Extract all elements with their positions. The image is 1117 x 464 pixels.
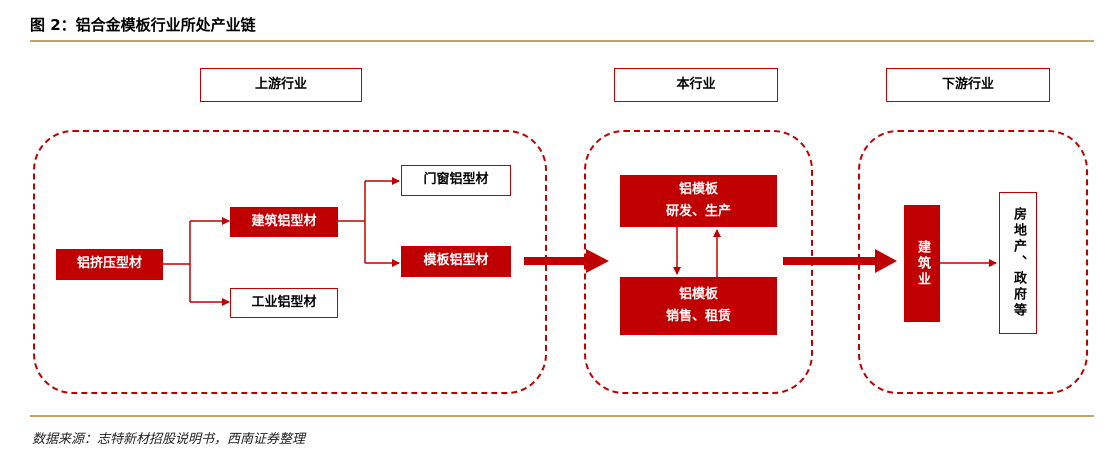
downstream-header: 下游行业 [886, 68, 1050, 102]
node-construction: 建筑业 [904, 205, 940, 322]
midstream-header: 本行业 [614, 68, 778, 102]
node-realestate-government: 房地产、政府等 [999, 192, 1037, 334]
top-rule [30, 40, 1094, 42]
sales-subtitle: 销售、租赁 [665, 309, 731, 324]
node-industrial-profile: 工业铝型材 [230, 288, 338, 318]
node-formwork-profile: 模板铝型材 [401, 246, 511, 277]
node-building-profile: 建筑铝型材 [230, 207, 338, 237]
node-window-profile: 门窗铝型材 [401, 165, 511, 196]
node-extrusion: 铝挤压型材 [56, 249, 163, 280]
big-arrow-midstream-to-downstream [783, 249, 897, 273]
rd-title: 铝模板 [678, 181, 718, 197]
source-note: 数据来源：志特新材招股说明书，西南证券整理 [32, 432, 306, 447]
rd-subtitle: 研发、生产 [665, 204, 731, 219]
sales-title: 铝模板 [678, 286, 718, 302]
node-rd-production: 铝模板 研发、生产 [620, 175, 777, 227]
bottom-rule [30, 415, 1094, 417]
upstream-header: 上游行业 [200, 68, 362, 102]
big-arrow-upstream-to-midstream [524, 249, 609, 273]
node-sales-rental: 铝模板 销售、租赁 [620, 277, 777, 335]
figure-title: 图 2：铝合金模板行业所处产业链 [30, 16, 256, 34]
